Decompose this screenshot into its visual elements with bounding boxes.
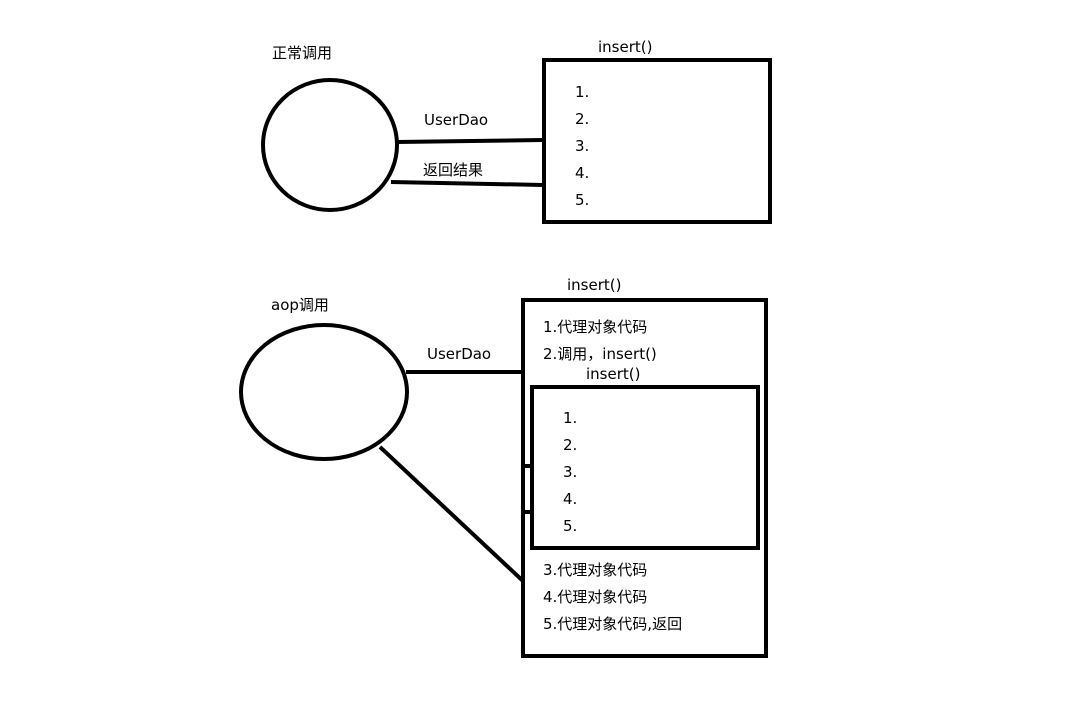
aop-inner-step-4: 4. <box>563 490 577 508</box>
aop-inner-step-1: 1. <box>563 409 577 427</box>
normal-step-1: 1. <box>575 83 589 101</box>
aop-proxy-box <box>521 298 768 658</box>
aop-post-step-4: 4.代理对象代码 <box>543 588 647 606</box>
aop-return-line <box>378 445 525 583</box>
normal-box-title: insert() <box>598 38 652 56</box>
aop-post-step-3: 3.代理对象代码 <box>543 561 647 579</box>
normal-insert-box <box>542 58 772 224</box>
aop-outer-box-title: insert() <box>567 276 621 294</box>
normal-return-line <box>390 180 544 187</box>
normal-return-label: 返回结果 <box>423 161 483 179</box>
aop-request-label: UserDao <box>427 345 491 363</box>
aop-post-step-5: 5.代理对象代码,返回 <box>543 615 682 633</box>
aop-inner-step-3: 3. <box>563 463 577 481</box>
aop-inner-step-5: 5. <box>563 517 577 535</box>
aop-inner-box-title: insert() <box>586 365 640 383</box>
normal-section-title: 正常调用 <box>272 44 332 62</box>
normal-request-line <box>396 138 544 144</box>
normal-caller-circle <box>261 78 399 212</box>
normal-request-label: UserDao <box>424 111 488 129</box>
normal-step-4: 4. <box>575 164 589 182</box>
normal-step-2: 2. <box>575 110 589 128</box>
aop-section-title: aop调用 <box>271 296 329 314</box>
aop-caller-circle <box>239 323 409 461</box>
normal-step-5: 5. <box>575 191 589 209</box>
normal-step-3: 3. <box>575 137 589 155</box>
aop-pre-step-1: 1.代理对象代码 <box>543 318 647 336</box>
aop-pre-step-2: 2.调用，insert() <box>543 345 657 363</box>
aop-inner-step-2: 2. <box>563 436 577 454</box>
